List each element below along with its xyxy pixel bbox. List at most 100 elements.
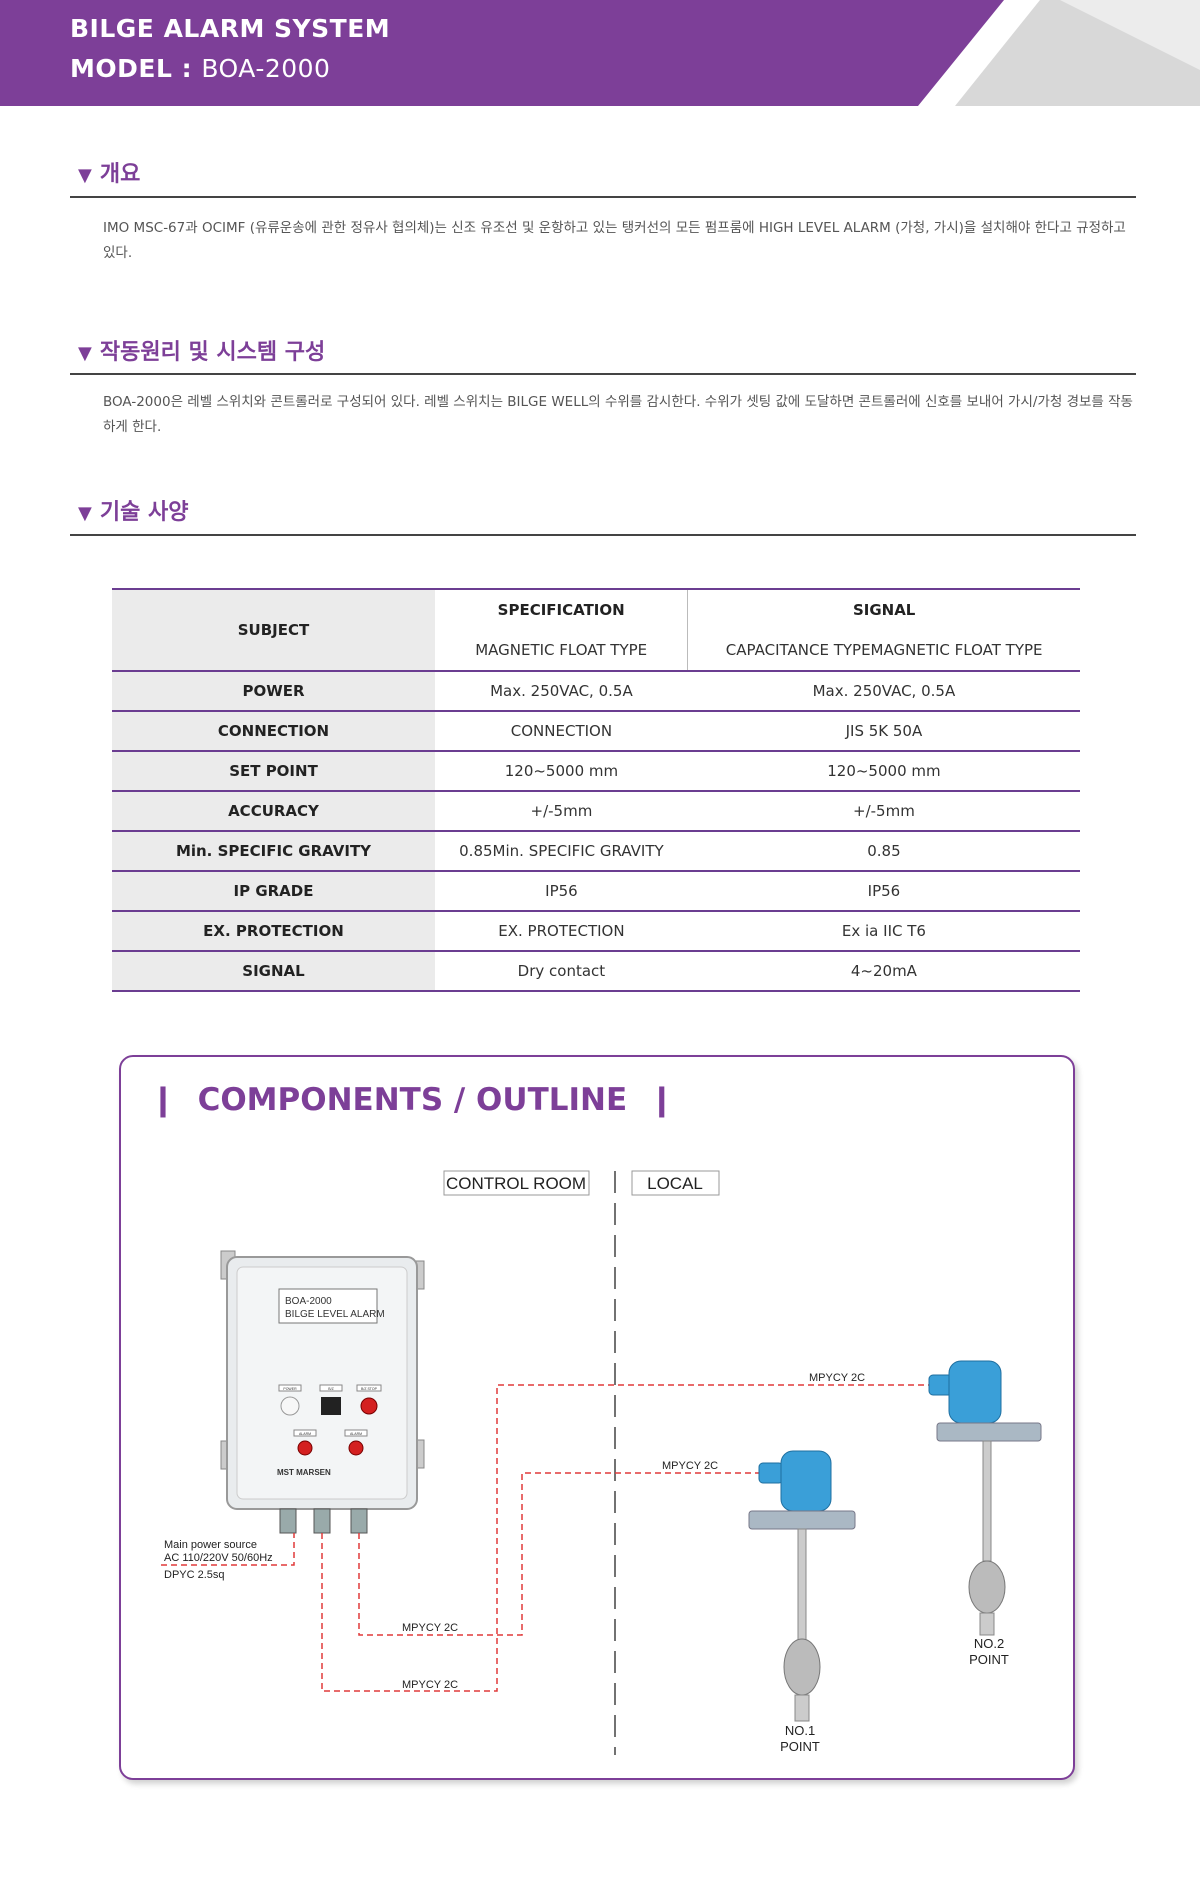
section-text-principle: BOA-2000은 레벨 스위치와 콘트롤러로 구성되어 있다. 레벨 스위치는… bbox=[103, 394, 1133, 435]
table-header-row: SUBJECT SPECIFICATION SIGNAL bbox=[112, 589, 1080, 671]
cable-label-b: MPYCY 2C bbox=[662, 1460, 718, 1472]
power-source-line1: Main power source bbox=[164, 1539, 257, 1551]
header-model: MODEL : BOA-2000 bbox=[70, 54, 330, 83]
row-subject: IP GRADE bbox=[112, 871, 435, 911]
row-signal-value: +/-5mm bbox=[853, 802, 915, 820]
section-heading-text: 개요 bbox=[99, 162, 141, 187]
spec-table: SUBJECT SPECIFICATION SIGNAL MAGNETIC FL… bbox=[112, 588, 1080, 992]
device-name-label: BILGE LEVEL ALARM bbox=[285, 1309, 385, 1320]
cable-label-a: MPYCY 2C bbox=[809, 1372, 865, 1384]
cable-label-c: MPYCY 2C bbox=[402, 1622, 458, 1634]
alarm2-lamp bbox=[348, 1440, 364, 1456]
section-divider bbox=[70, 196, 1136, 198]
row-spec-value: Dry contact bbox=[517, 962, 606, 980]
control-room-label: CONTROL ROOM bbox=[446, 1174, 586, 1193]
components-title-text: COMPONENTS / OUTLINE bbox=[197, 1082, 628, 1118]
table-row: POWER Max. 250VAC, 0.5A Max. 250VAC, 0.5… bbox=[112, 671, 1080, 711]
row-subject: SET POINT bbox=[112, 751, 435, 791]
cable-to-point1 bbox=[358, 1472, 759, 1636]
section-divider bbox=[70, 373, 1136, 375]
table-row: ACCURACY +/-5mm +/-5mm bbox=[112, 791, 1080, 831]
table-row: SIGNAL Dry contact 4~20mA bbox=[112, 951, 1080, 991]
section-text-overview: IMO MSC-67과 OCIMF (유류운송에 관한 정유사 협의체)는 신조… bbox=[103, 220, 1126, 261]
section-heading-spec: ▼ 기술 사양 bbox=[78, 494, 188, 526]
spec-header: SPECIFICATION bbox=[497, 601, 625, 619]
row-spec-value: EX. PROTECTION bbox=[498, 922, 625, 940]
point2-label-line2: POINT bbox=[969, 1652, 1009, 1667]
components-panel bbox=[119, 1055, 1075, 1780]
alarm2-label: ALARM bbox=[350, 1432, 362, 1436]
triangle-down-icon: ▼ bbox=[78, 343, 92, 364]
point1-label-line2: POINT bbox=[780, 1739, 820, 1754]
model-label: MODEL : bbox=[70, 54, 193, 83]
power-cable-label: DPYC 2.5sq bbox=[164, 1569, 225, 1581]
cable-to-point2 bbox=[321, 1384, 951, 1692]
model-value: BOA-2000 bbox=[201, 54, 331, 83]
row-signal-value: IP56 bbox=[867, 882, 901, 900]
table-row: CONNECTION CONNECTION JIS 5K 50A bbox=[112, 711, 1080, 751]
power-source-line2: AC 110/220V 50/60Hz bbox=[164, 1552, 273, 1564]
components-title: ❙ COMPONENTS / OUTLINE ❙ bbox=[150, 1082, 675, 1118]
point2-label-line1: NO.2 bbox=[974, 1636, 1004, 1651]
local-label: LOCAL bbox=[647, 1174, 703, 1193]
device-model-label: BOA-2000 bbox=[285, 1296, 332, 1307]
row-spec-value: 120~5000 mm bbox=[504, 762, 619, 780]
row-subject: POWER bbox=[112, 671, 435, 711]
row-subject: Min. SPECIFIC GRAVITY bbox=[112, 831, 435, 871]
section-heading-principle: ▼ 작동원리 및 시스템 구성 bbox=[78, 334, 325, 366]
point1-label-line1: NO.1 bbox=[785, 1723, 815, 1738]
row-subject: ACCURACY bbox=[112, 791, 435, 831]
row-signal-value: 4~20mA bbox=[850, 962, 917, 980]
table-row: SET POINT 120~5000 mm 120~5000 mm bbox=[112, 751, 1080, 791]
header-background bbox=[0, 0, 1200, 106]
row-signal-value: Ex ia IIC T6 bbox=[841, 922, 926, 940]
header-title: BILGE ALARM SYSTEM bbox=[70, 14, 391, 43]
row-spec-value: 0.85Min. SPECIFIC GRAVITY bbox=[459, 842, 664, 860]
title-bar-icon: ❙ bbox=[150, 1082, 176, 1118]
row-spec-value: IP56 bbox=[545, 882, 578, 900]
section-heading-overview: ▼ 개요 bbox=[78, 156, 140, 188]
signal-subheader: CAPACITANCE TYPEMAGNETIC FLOAT TYPE bbox=[687, 630, 1080, 671]
power-button-label: POWER bbox=[283, 1387, 297, 1391]
cable-label-d: MPYCY 2C bbox=[402, 1679, 458, 1691]
table-row: Min. SPECIFIC GRAVITY 0.85Min. SPECIFIC … bbox=[112, 831, 1080, 871]
row-subject: EX. PROTECTION bbox=[112, 911, 435, 951]
section-heading-text: 작동원리 및 시스템 구성 bbox=[99, 340, 326, 365]
title-bar-icon: ❙ bbox=[648, 1082, 675, 1118]
triangle-down-icon: ▼ bbox=[78, 165, 92, 186]
spec-subheader: MAGNETIC FLOAT TYPE bbox=[475, 641, 648, 659]
alarm1-label: ALARM bbox=[299, 1432, 311, 1436]
subject-header: SUBJECT bbox=[112, 589, 435, 671]
signal-header: SIGNAL bbox=[687, 589, 1080, 630]
row-signal-value: Max. 250VAC, 0.5A bbox=[812, 682, 956, 700]
level-switch-point2 bbox=[928, 1360, 1042, 1636]
local-box bbox=[631, 1170, 720, 1196]
row-signal-value: 120~5000 mm bbox=[827, 762, 941, 780]
row-subject: SIGNAL bbox=[112, 951, 435, 991]
bz-button-label: B/Z bbox=[328, 1387, 334, 1391]
bz-switch bbox=[321, 1397, 341, 1415]
controller-box: BOA-2000 BILGE LEVEL ALARM POWER B/Z B/Z… bbox=[220, 1250, 425, 1534]
row-signal-value: JIS 5K 50A bbox=[845, 722, 923, 740]
table-row: IP GRADE IP56 IP56 bbox=[112, 871, 1080, 911]
row-signal-value: 0.85 bbox=[867, 842, 901, 860]
row-spec-value: CONNECTION bbox=[510, 722, 613, 740]
outline-diagram: CONTROL ROOM LOCAL BOA-2000 BILGE LEVEL … bbox=[161, 1170, 1042, 1755]
power-lamp bbox=[280, 1396, 300, 1416]
alarm1-lamp bbox=[297, 1440, 313, 1456]
page-header: BILGE ALARM SYSTEM MODEL : BOA-2000 bbox=[0, 0, 1200, 106]
control-room-box bbox=[443, 1170, 590, 1196]
bz-stop-button bbox=[360, 1397, 378, 1415]
row-spec-value: +/-5mm bbox=[530, 802, 593, 820]
row-spec-value: Max. 250VAC, 0.5A bbox=[490, 682, 633, 700]
table-row: EX. PROTECTION EX. PROTECTION Ex ia IIC … bbox=[112, 911, 1080, 951]
level-switch-point1 bbox=[748, 1450, 856, 1722]
brand-label: MST MARSEN bbox=[277, 1468, 331, 1477]
row-subject: CONNECTION bbox=[112, 711, 435, 751]
bz-stop-button-label: B/Z STOP bbox=[361, 1387, 378, 1391]
section-divider bbox=[70, 534, 1136, 536]
triangle-down-icon: ▼ bbox=[78, 503, 92, 524]
power-cable-line bbox=[161, 1533, 295, 1566]
table-subheader-row: MAGNETIC FLOAT TYPE CAPACITANCE TYPEMAGN… bbox=[112, 630, 1080, 671]
section-heading-text: 기술 사양 bbox=[99, 500, 189, 525]
